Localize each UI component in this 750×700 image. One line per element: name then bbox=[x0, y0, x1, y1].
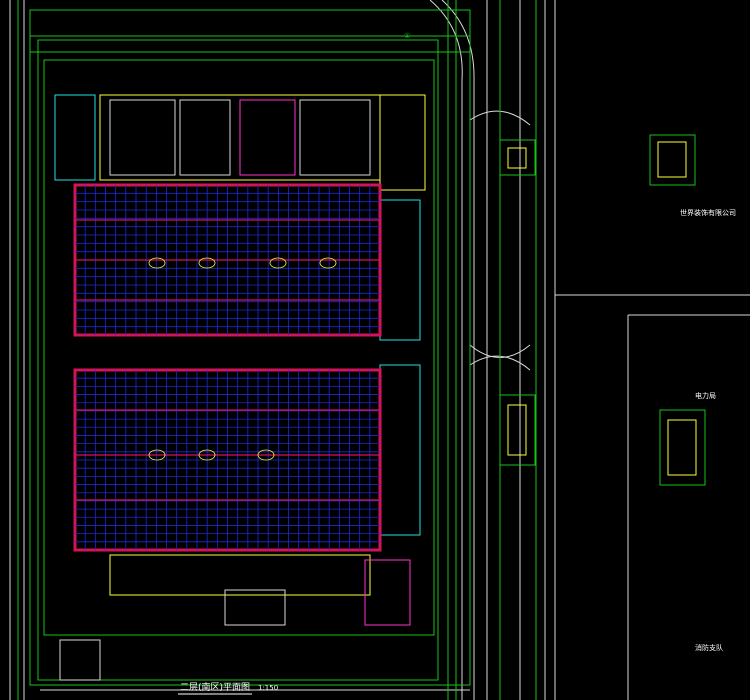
south-hall bbox=[73, 368, 382, 552]
drawing-title: 二层(南区)平面图 1:150 bbox=[178, 681, 278, 695]
north-mark: ① bbox=[404, 32, 410, 40]
label-power-bureau: 电力局 bbox=[695, 391, 716, 400]
drawing-title-scale: 1:150 bbox=[258, 684, 278, 692]
label-company: 世界装饰有限公司 bbox=[680, 208, 736, 217]
ellipses bbox=[148, 257, 337, 461]
label-fire-station: 消防支队 bbox=[695, 643, 723, 652]
drawing-title-text: 二层(南区)平面图 bbox=[180, 681, 250, 693]
site-outline bbox=[17, 0, 537, 700]
guard-houses bbox=[499, 134, 706, 486]
